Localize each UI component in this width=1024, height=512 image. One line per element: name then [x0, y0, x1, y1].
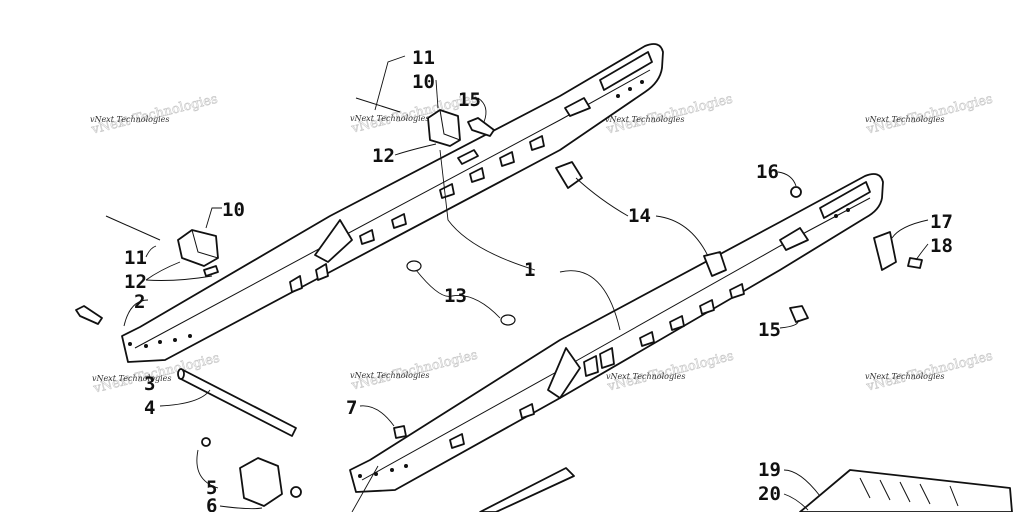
wear-slide [479, 467, 575, 512]
callout-2: 2 [134, 291, 145, 313]
callout-10-top: 10 [412, 71, 435, 93]
hardware-parts [75, 97, 1013, 512]
cable-11-top [355, 97, 401, 113]
callout-6: 6 [206, 495, 217, 512]
callout-15-right: 15 [758, 319, 781, 341]
watermark-text: vNext Technologies [865, 115, 944, 124]
right-rail [349, 173, 884, 493]
callout-14: 14 [628, 205, 651, 227]
callout-3: 3 [144, 373, 155, 395]
washer-13-b [500, 314, 516, 326]
washer-13-a [406, 260, 422, 272]
callout-18: 18 [930, 235, 953, 257]
screw-18 [907, 257, 923, 269]
watermark-1: vNext Technologies vNext Technologies [89, 91, 220, 138]
pin-12-left [203, 265, 219, 277]
callout-10-left: 10 [222, 199, 245, 221]
callout-4: 4 [144, 397, 155, 419]
callout-13: 13 [444, 285, 467, 307]
nut-16 [790, 186, 802, 198]
watermark-6: vNext Technologies vNext Technologies [349, 347, 480, 394]
callout-17: 17 [930, 211, 953, 233]
watermark-text: vNext Technologies [606, 372, 685, 381]
watermark-text: vNext Technologies [90, 115, 169, 124]
nut-7 [393, 425, 407, 439]
watermark-text: vNext Technologies [865, 372, 944, 381]
callout-16: 16 [756, 161, 779, 183]
callout-11-left: 11 [124, 247, 147, 269]
track-section [799, 469, 1013, 512]
cable-11-left [105, 215, 161, 241]
nut-6 [290, 486, 302, 498]
watermark-text: vNext Technologies [350, 114, 429, 123]
left-rail [121, 43, 664, 363]
bumper-5 [239, 457, 283, 507]
callout-12-top: 12 [372, 145, 395, 167]
callout-20: 20 [758, 483, 781, 505]
callout-15-top: 15 [458, 89, 481, 111]
bracket-10-top [427, 109, 461, 147]
watermark-4: vNext Technologies vNext Technologies [864, 91, 995, 138]
watermark-text: vNext Technologies [350, 371, 429, 380]
callout-5: 5 [206, 477, 217, 499]
callout-11-top: 11 [412, 47, 435, 69]
block-17 [873, 231, 897, 271]
screw-5 [201, 437, 211, 447]
bushing-14-top [555, 161, 583, 189]
bushing-14-lower [703, 251, 727, 277]
bolt-2 [75, 305, 103, 325]
axle-shaft [178, 369, 297, 437]
watermark-text: vNext Technologies [92, 374, 171, 383]
pin-12-top [457, 149, 479, 165]
callout-19: 19 [758, 459, 781, 481]
bolt-15-top [467, 117, 495, 137]
bracket-10-left [177, 229, 219, 267]
callout-1: 1 [524, 259, 535, 281]
callout-labels: 11 10 15 12 10 11 12 2 3 4 5 6 7 13 1 14… [124, 47, 953, 512]
callout-7: 7 [346, 397, 357, 419]
watermark-8: vNext Technologies vNext Technologies [864, 348, 995, 395]
watermark-text: vNext Technologies [605, 115, 684, 124]
leader-lines [123, 55, 929, 512]
callout-12-left: 12 [124, 271, 147, 293]
bolt-15-right [789, 305, 809, 323]
